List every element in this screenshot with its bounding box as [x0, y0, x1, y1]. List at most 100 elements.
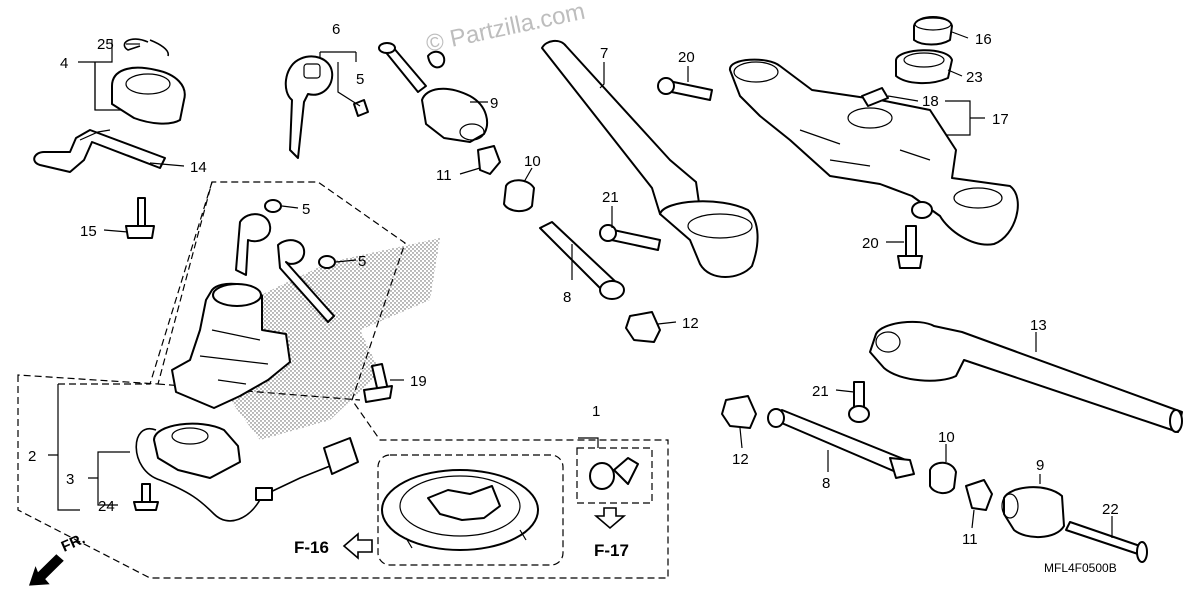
part-13-handlebar: [869, 320, 1183, 433]
leader-7: [599, 62, 605, 89]
callout-21-lower: 21: [812, 383, 829, 400]
part-24-screw-head: [133, 501, 159, 511]
part-ignition-detail: [199, 329, 269, 385]
ref-left-label: F-16: [294, 538, 329, 557]
part-4-cover: [111, 66, 186, 125]
tank-shading: [230, 238, 440, 440]
part-12-nut-lower: [721, 395, 757, 429]
part-3-lock-switch: [153, 422, 241, 479]
part-ignition-key-2: [277, 239, 335, 323]
callout-11-lower: 11: [962, 531, 978, 548]
leader-14: [149, 162, 185, 167]
part-14-tab: [79, 129, 111, 141]
callout-12-lower: 12: [732, 451, 749, 468]
callout-9-lower: 9: [1036, 457, 1044, 474]
part-7-clamp: [659, 200, 759, 278]
part-16-cap-top: [914, 17, 952, 31]
part-17-top-bridge: [729, 58, 1019, 246]
callout-24: 24: [98, 498, 115, 515]
part-21-bolt-head-lower: [848, 405, 870, 423]
callout-1: 1: [592, 403, 600, 420]
callout-9-upper: 9: [490, 95, 498, 112]
leader-5-key: [335, 259, 357, 263]
part-24-screw: [141, 483, 151, 503]
callout-19: 19: [410, 373, 427, 390]
part-17-hole-right: [953, 187, 1003, 209]
bracket-1: [578, 437, 599, 448]
fuel-cap-tabs: [405, 529, 527, 549]
callout-20-lower: 20: [862, 235, 879, 252]
part-3-wire: [135, 427, 331, 522]
part-25-clip: [123, 38, 170, 57]
part-1-outline: [576, 447, 653, 504]
callout-22: 22: [1102, 501, 1119, 518]
part-9-weight-lower: [1003, 486, 1065, 538]
callout-14: 14: [190, 159, 207, 176]
leader-11-lower: [971, 509, 975, 529]
callout-23: 23: [966, 69, 983, 86]
part-13-bar-end: [1169, 409, 1183, 433]
part-9-face-lower: [1001, 493, 1019, 519]
callout-3: 3: [66, 471, 74, 488]
leader-15: [103, 229, 129, 233]
part-19-bolt-head: [363, 385, 393, 403]
callout-4: 4: [60, 55, 68, 72]
leader-12-lower: [739, 427, 743, 449]
leader-12-upper: [657, 321, 677, 325]
part-7-clamp-bore: [687, 213, 753, 239]
part-22-nut-upper: [427, 50, 446, 69]
part-16-cap: [913, 16, 953, 46]
callout-5-ignition: 5: [302, 201, 310, 218]
bracket-2: [48, 384, 80, 511]
callout-10-upper: 10: [524, 153, 541, 170]
part-22-bolt: [1065, 521, 1141, 555]
fuel-cap-latch: [427, 485, 501, 521]
part-17-detail: [799, 129, 931, 167]
diagram-code: MFL4F0500B: [1044, 561, 1117, 575]
part-8-rod-end-lower-left: [767, 408, 785, 428]
fuel-cap-outline: [377, 454, 564, 566]
callout-10-lower: 10: [938, 429, 955, 446]
leader-21-lower: [835, 389, 855, 393]
bracket-17: [940, 100, 985, 136]
ref-left-arrow: [342, 532, 373, 560]
front-direction-arrow-icon: [28, 554, 64, 586]
part-15-bolt-shank: [137, 197, 146, 227]
front-direction-label: FR.: [59, 530, 88, 555]
part-9-weight-upper: [421, 87, 488, 143]
part-ignition-switch-body: [171, 282, 291, 409]
ref-right-label: F-17: [594, 541, 629, 560]
leader-10-upper: [523, 167, 533, 183]
part-12-nut-upper: [625, 311, 661, 343]
part-20-bolt-lower: [905, 225, 917, 257]
callout-17: 17: [992, 111, 1009, 128]
bracket-3: [88, 451, 130, 506]
callout-20-top: 20: [678, 49, 695, 66]
part-ignition-key-1: [235, 213, 272, 276]
callout-5-top: 5: [356, 71, 364, 88]
part-17-hole-center: [847, 107, 893, 129]
part-7-handlebar: [541, 40, 701, 225]
callout-2: 2: [28, 448, 36, 465]
part-11-clip-lower: [965, 479, 993, 511]
part-22-bolt-head: [1136, 541, 1148, 563]
part-4-hole: [125, 73, 171, 95]
part-3-lock-top: [171, 427, 209, 445]
leader-16: [951, 31, 969, 39]
part-20-bolt-head-lower: [897, 255, 923, 269]
part-3-clip: [255, 487, 273, 501]
part-6-key: [284, 55, 334, 159]
callout-21-upper: 21: [602, 189, 619, 206]
part-14-bracket: [33, 129, 166, 173]
part-5-grommet-top: [353, 99, 369, 117]
callout-15: 15: [80, 223, 97, 240]
callout-11-upper: 11: [436, 167, 452, 184]
part-10-bushing-upper: [503, 179, 535, 212]
leader-6-5: [337, 62, 361, 107]
part-5-grommet-ignition: [264, 199, 282, 213]
leader-23: [947, 69, 963, 77]
callout-13: 13: [1030, 317, 1047, 334]
callout-18: 18: [922, 93, 939, 110]
callout-25: 25: [97, 36, 114, 53]
